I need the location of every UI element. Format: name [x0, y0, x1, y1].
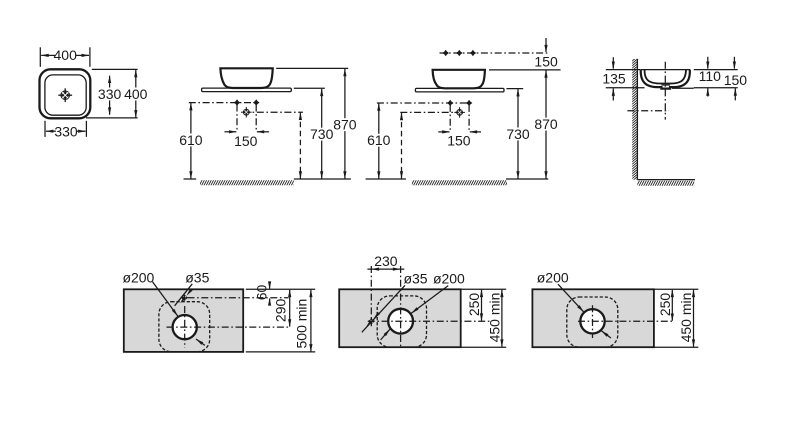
svg-text:400: 400	[124, 86, 148, 102]
svg-text:150: 150	[447, 133, 471, 149]
svg-text:870: 870	[333, 117, 357, 133]
svg-text:330: 330	[98, 86, 122, 102]
svg-text:150: 150	[534, 54, 558, 70]
svg-text:ø200: ø200	[433, 271, 465, 287]
svg-text:60: 60	[253, 285, 269, 301]
svg-text:500 min: 500 min	[294, 299, 310, 349]
svg-text:730: 730	[506, 126, 530, 142]
svg-text:150: 150	[724, 72, 748, 88]
svg-text:135: 135	[602, 70, 626, 86]
svg-text:610: 610	[179, 132, 203, 148]
svg-text:230: 230	[374, 253, 398, 269]
svg-text:150: 150	[234, 133, 258, 149]
svg-text:ø35: ø35	[185, 269, 209, 285]
svg-text:610: 610	[367, 132, 391, 148]
svg-text:450 min: 450 min	[487, 293, 503, 343]
svg-text:870: 870	[534, 116, 558, 132]
svg-text:330: 330	[54, 123, 78, 139]
svg-text:400: 400	[54, 47, 78, 63]
svg-text:ø200: ø200	[122, 269, 154, 285]
svg-text:110: 110	[699, 68, 722, 84]
svg-text:ø200: ø200	[537, 269, 569, 285]
svg-text:250: 250	[466, 293, 482, 317]
svg-text:450 min: 450 min	[678, 293, 694, 343]
svg-text:ø35: ø35	[403, 271, 427, 287]
svg-text:290: 290	[272, 299, 288, 323]
svg-text:730: 730	[310, 126, 334, 142]
svg-text:250: 250	[657, 293, 673, 317]
